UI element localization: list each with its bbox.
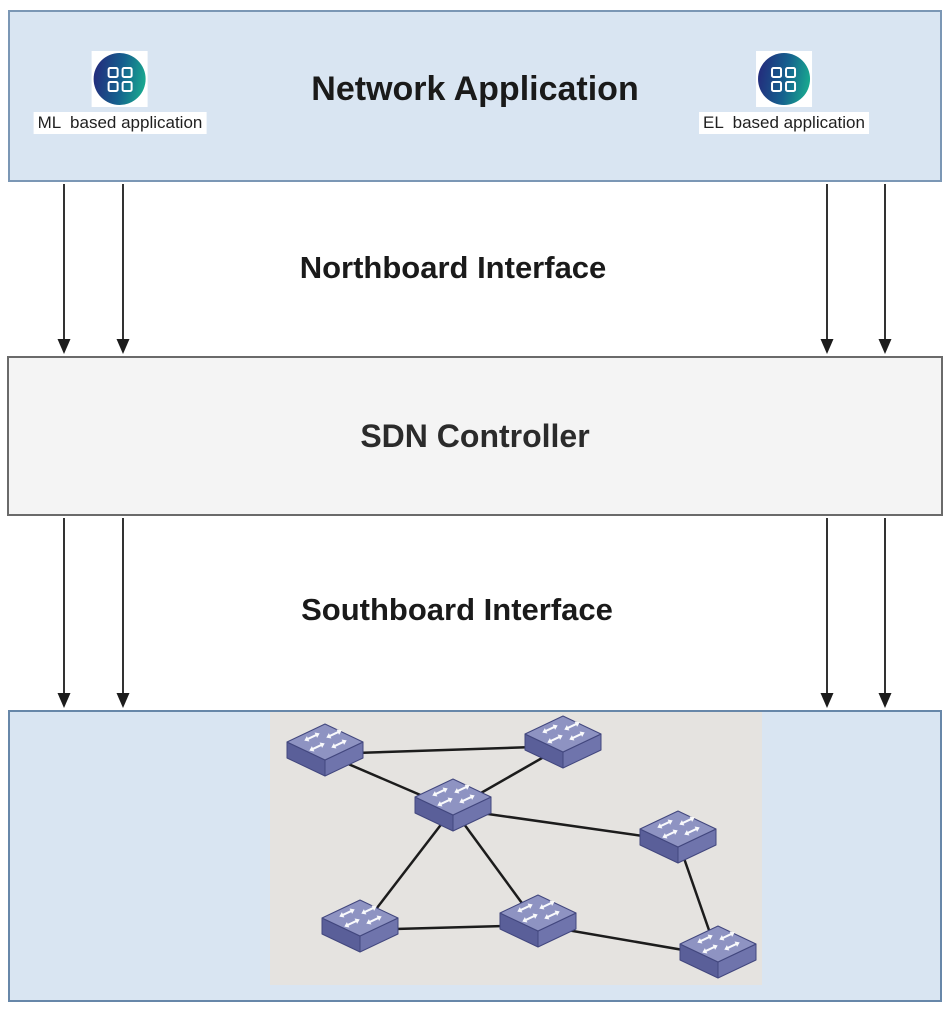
switch-port-arrow-icon — [366, 915, 382, 925]
southbound-interface-label: Southboard Interface — [301, 592, 613, 627]
topology-link — [324, 744, 564, 756]
switch-port-arrow-icon — [339, 908, 355, 918]
switch-port-arrow-icon — [361, 905, 377, 915]
switch-port-arrow-icon — [459, 794, 475, 804]
switch-port-arrow-icon — [454, 784, 470, 794]
switch-top-face — [286, 723, 364, 761]
down-arrowhead — [57, 339, 71, 354]
switch-port-arrow-icon — [331, 739, 347, 749]
switch-port-arrow-icon — [326, 729, 342, 739]
app-grid-icon — [758, 53, 810, 105]
down-arrowhead — [820, 339, 834, 354]
switch-port-arrow-icon — [437, 797, 453, 807]
switch-top-face — [639, 810, 717, 848]
northbound-interface-label: Northboard Interface — [299, 250, 607, 285]
switch-port-arrow-icon — [344, 918, 360, 928]
el-application-label: EL based application — [699, 112, 869, 134]
switch-port-arrow-icon — [522, 913, 538, 923]
switch-port-arrow-icon — [684, 826, 700, 836]
app-grid-glyph — [107, 66, 133, 92]
switch-port-arrow-icon — [304, 732, 320, 742]
network-application-title: Network Application — [311, 70, 639, 108]
switch-top-face — [679, 925, 757, 963]
switch-port-arrow-icon — [547, 734, 563, 744]
switch-node — [524, 715, 602, 769]
switch-node — [679, 925, 757, 979]
ml-application-label: ML based application — [33, 112, 207, 134]
switch-port-arrow-icon — [662, 829, 678, 839]
down-arrowhead — [116, 693, 130, 708]
app-grid-icon — [93, 53, 146, 105]
switch-port-arrow-icon — [542, 724, 558, 734]
switch-port-arrow-icon — [697, 934, 713, 944]
switch-top-face — [499, 894, 577, 932]
switch-port-arrow-icon — [657, 819, 673, 829]
down-arrowhead — [878, 339, 892, 354]
ml-app-icon-tile — [91, 51, 148, 107]
switch-port-arrow-icon — [719, 931, 735, 941]
infrastructure-box — [8, 710, 942, 1002]
switch-port-arrow-icon — [679, 816, 695, 826]
switch-port-arrow-icon — [517, 903, 533, 913]
switch-port-arrow-icon — [309, 742, 325, 752]
switch-top-face — [321, 899, 399, 937]
switch-port-arrow-icon — [702, 944, 718, 954]
switch-node — [639, 810, 717, 864]
switch-port-arrow-icon — [564, 721, 580, 731]
switch-port-arrow-icon — [724, 941, 740, 951]
switch-top-face — [524, 715, 602, 753]
switch-port-arrow-icon — [539, 900, 555, 910]
down-arrowhead — [878, 693, 892, 708]
el-application-block: EL based application — [699, 51, 869, 134]
down-arrowhead — [57, 693, 71, 708]
app-grid-glyph — [771, 66, 797, 92]
switch-node — [414, 778, 492, 832]
sdn-controller-box: SDN Controller — [7, 356, 943, 516]
switch-port-arrow-icon — [432, 787, 448, 797]
switch-node — [286, 723, 364, 777]
down-arrowhead — [820, 693, 834, 708]
switch-port-arrow-icon — [569, 731, 585, 741]
down-arrowhead — [116, 339, 130, 354]
switch-top-face — [414, 778, 492, 816]
el-app-icon-tile — [756, 51, 812, 107]
switch-port-arrow-icon — [544, 910, 560, 920]
network-application-box: Network Application ML based application — [8, 10, 942, 182]
ml-application-block: ML based application — [33, 51, 207, 134]
switch-node — [321, 899, 399, 953]
sdn-controller-title: SDN Controller — [360, 417, 590, 454]
switch-node — [499, 894, 577, 948]
network-topology-image — [270, 712, 762, 985]
